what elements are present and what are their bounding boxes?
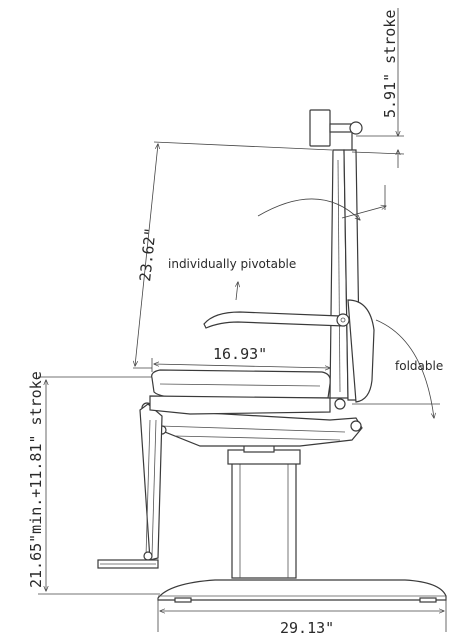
height-range-dimension: 21.65"min.+11.81" stroke bbox=[27, 371, 160, 595]
seat-depth-label: 16.93" bbox=[213, 345, 267, 363]
chair-base bbox=[157, 579, 447, 603]
base-width-label: 29.13" bbox=[280, 619, 334, 637]
footrest-annotation: foldable bbox=[395, 359, 443, 373]
armrest bbox=[203, 311, 350, 329]
footrest-fold-arc bbox=[352, 319, 440, 418]
backrest bbox=[329, 149, 375, 403]
headrest-stroke-dimension: 5.91" stroke bbox=[351, 8, 405, 168]
headrest bbox=[309, 109, 363, 150]
base-width-dimension: 29.13" bbox=[157, 598, 447, 637]
leg-rest bbox=[97, 403, 163, 569]
seat-depth-dimension: 16.93" bbox=[151, 345, 330, 372]
backrest-height-label: 23.62" bbox=[136, 227, 160, 283]
armrest-annotation: individually pivotable bbox=[168, 257, 296, 271]
backrest-height-dimension: 23.62" bbox=[133, 141, 333, 369]
hydraulic-column bbox=[227, 423, 301, 579]
armrest-pivot-arc bbox=[236, 185, 386, 301]
seat-cushion bbox=[149, 369, 331, 415]
height-range-label: 21.65"min.+11.81" stroke bbox=[27, 371, 45, 588]
headrest-stroke-label: 5.91" stroke bbox=[381, 10, 399, 118]
